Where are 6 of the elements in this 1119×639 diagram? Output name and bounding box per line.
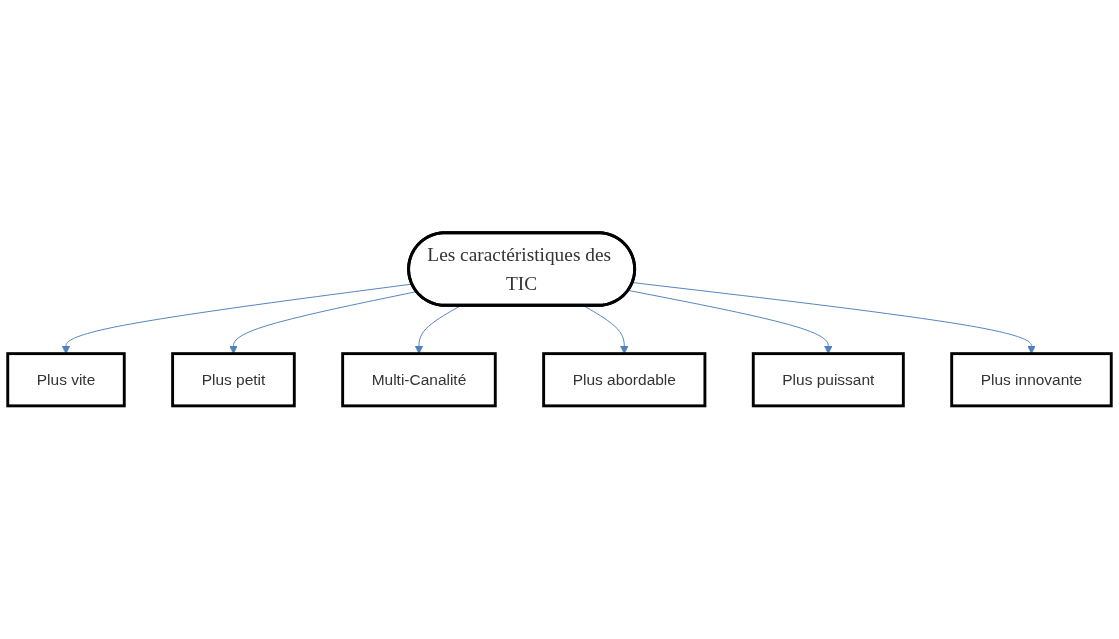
node-box: Plus vite: [6, 352, 126, 408]
node-box: Plus petit: [171, 352, 296, 408]
node-box: Plus puissant: [751, 352, 905, 408]
node-box: Plus abordable: [542, 352, 707, 408]
node-box: Plus innovante: [950, 352, 1113, 408]
node-box: Multi-Canalité: [341, 352, 497, 408]
